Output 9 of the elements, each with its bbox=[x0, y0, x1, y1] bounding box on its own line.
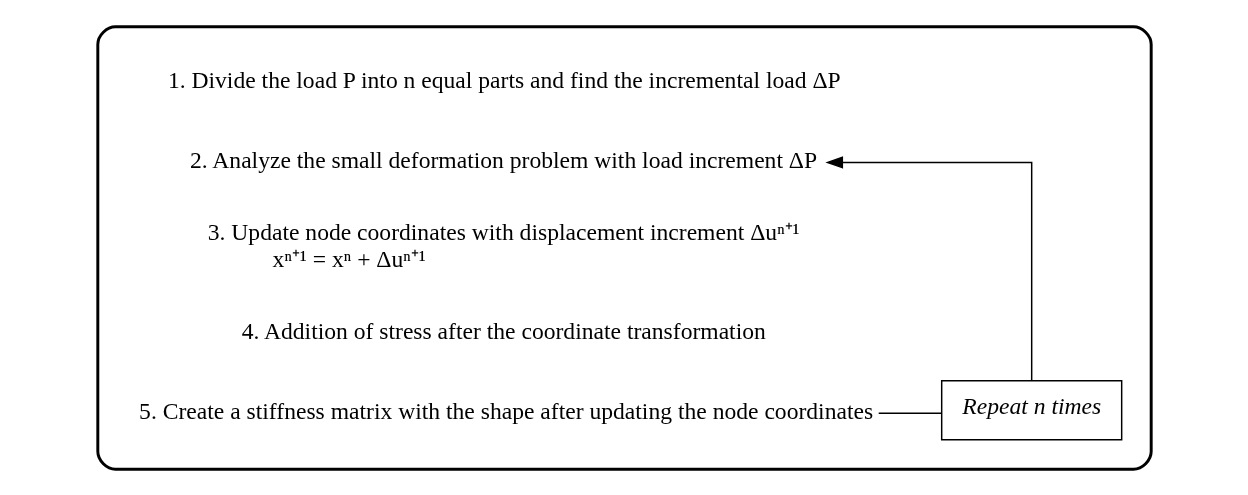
node-text: 3. Update node coordinates with displacement increment Δuⁿ⁺¹ xⁿ⁺¹ = xⁿ + Δuⁿ⁺¹ bbox=[207, 218, 800, 272]
node-text: 1. Divide the load P into n equal parts and find the incremental load ΔP bbox=[167, 66, 841, 93]
connector bbox=[877, 412, 942, 414]
node-box: Repeat n times bbox=[940, 379, 1122, 441]
node-text: 4. Addition of stress after the coordinate transformation bbox=[241, 317, 766, 344]
node-text: 2. Analyze the small deformation problem with load increment ΔP bbox=[189, 146, 817, 173]
cluster bbox=[95, 24, 1153, 471]
node-text: 5. Create a stiffness matrix with the shape after updating the node coordinates bbox=[138, 397, 873, 424]
arrow bbox=[824, 155, 1032, 381]
